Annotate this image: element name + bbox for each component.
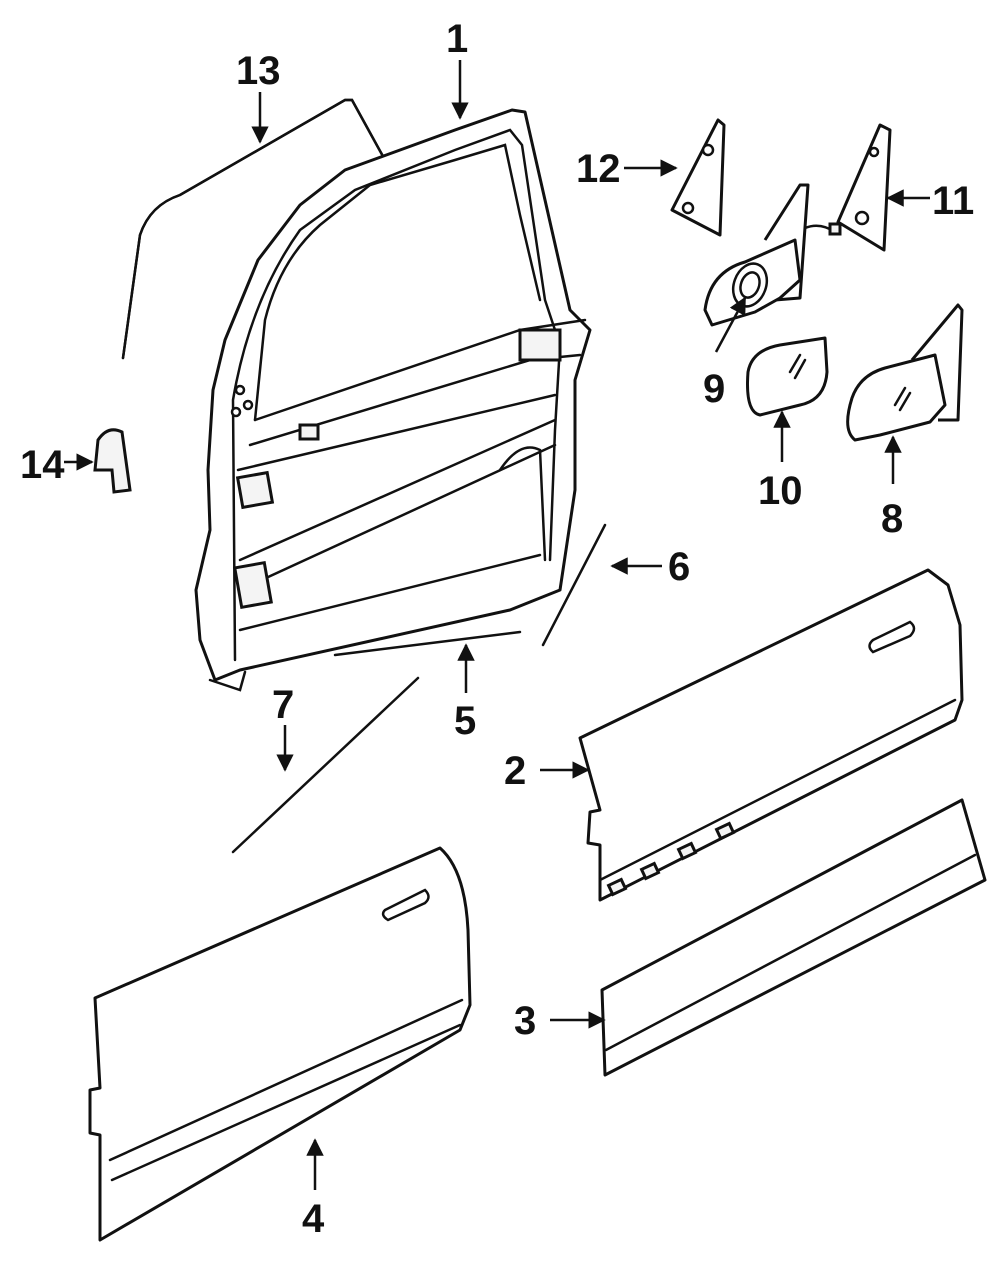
callout-7: 7 (272, 683, 294, 727)
part-mirror-corner-trim-left (670, 118, 726, 237)
callout-5: 5 (454, 699, 476, 743)
part-mirror-glass (746, 336, 829, 417)
part-rear-door-molding (600, 798, 987, 1077)
part-mirror (846, 303, 964, 442)
part-front-door-panel (88, 846, 472, 1242)
callout-labels: 1 13 12 11 9 10 8 14 6 5 7 2 3 4 (20, 17, 974, 1241)
callout-2: 2 (504, 749, 526, 793)
part-mirror-corner-trim-right (836, 123, 892, 252)
leader-9 (714, 296, 747, 353)
part-rod-5 (333, 630, 522, 657)
part-mirror-assembly (703, 183, 842, 327)
callout-14: 14 (20, 443, 65, 487)
part-cap (93, 428, 132, 494)
part-rear-door-panel (578, 568, 964, 902)
callout-8: 8 (881, 497, 903, 541)
callout-12: 12 (576, 147, 621, 191)
part-rod-6 (541, 523, 607, 647)
callout-leaders (64, 60, 930, 1190)
part-rod-7 (231, 676, 420, 854)
part-door-shell (194, 108, 592, 692)
callout-10: 10 (758, 469, 803, 513)
callout-11: 11 (932, 179, 974, 223)
callout-3: 3 (514, 999, 536, 1043)
callout-9: 9 (703, 367, 725, 411)
callout-13: 13 (236, 49, 281, 93)
part-window-channel (121, 98, 422, 360)
callout-1: 1 (446, 17, 468, 61)
callout-6: 6 (668, 545, 690, 589)
callout-4: 4 (302, 1197, 325, 1241)
